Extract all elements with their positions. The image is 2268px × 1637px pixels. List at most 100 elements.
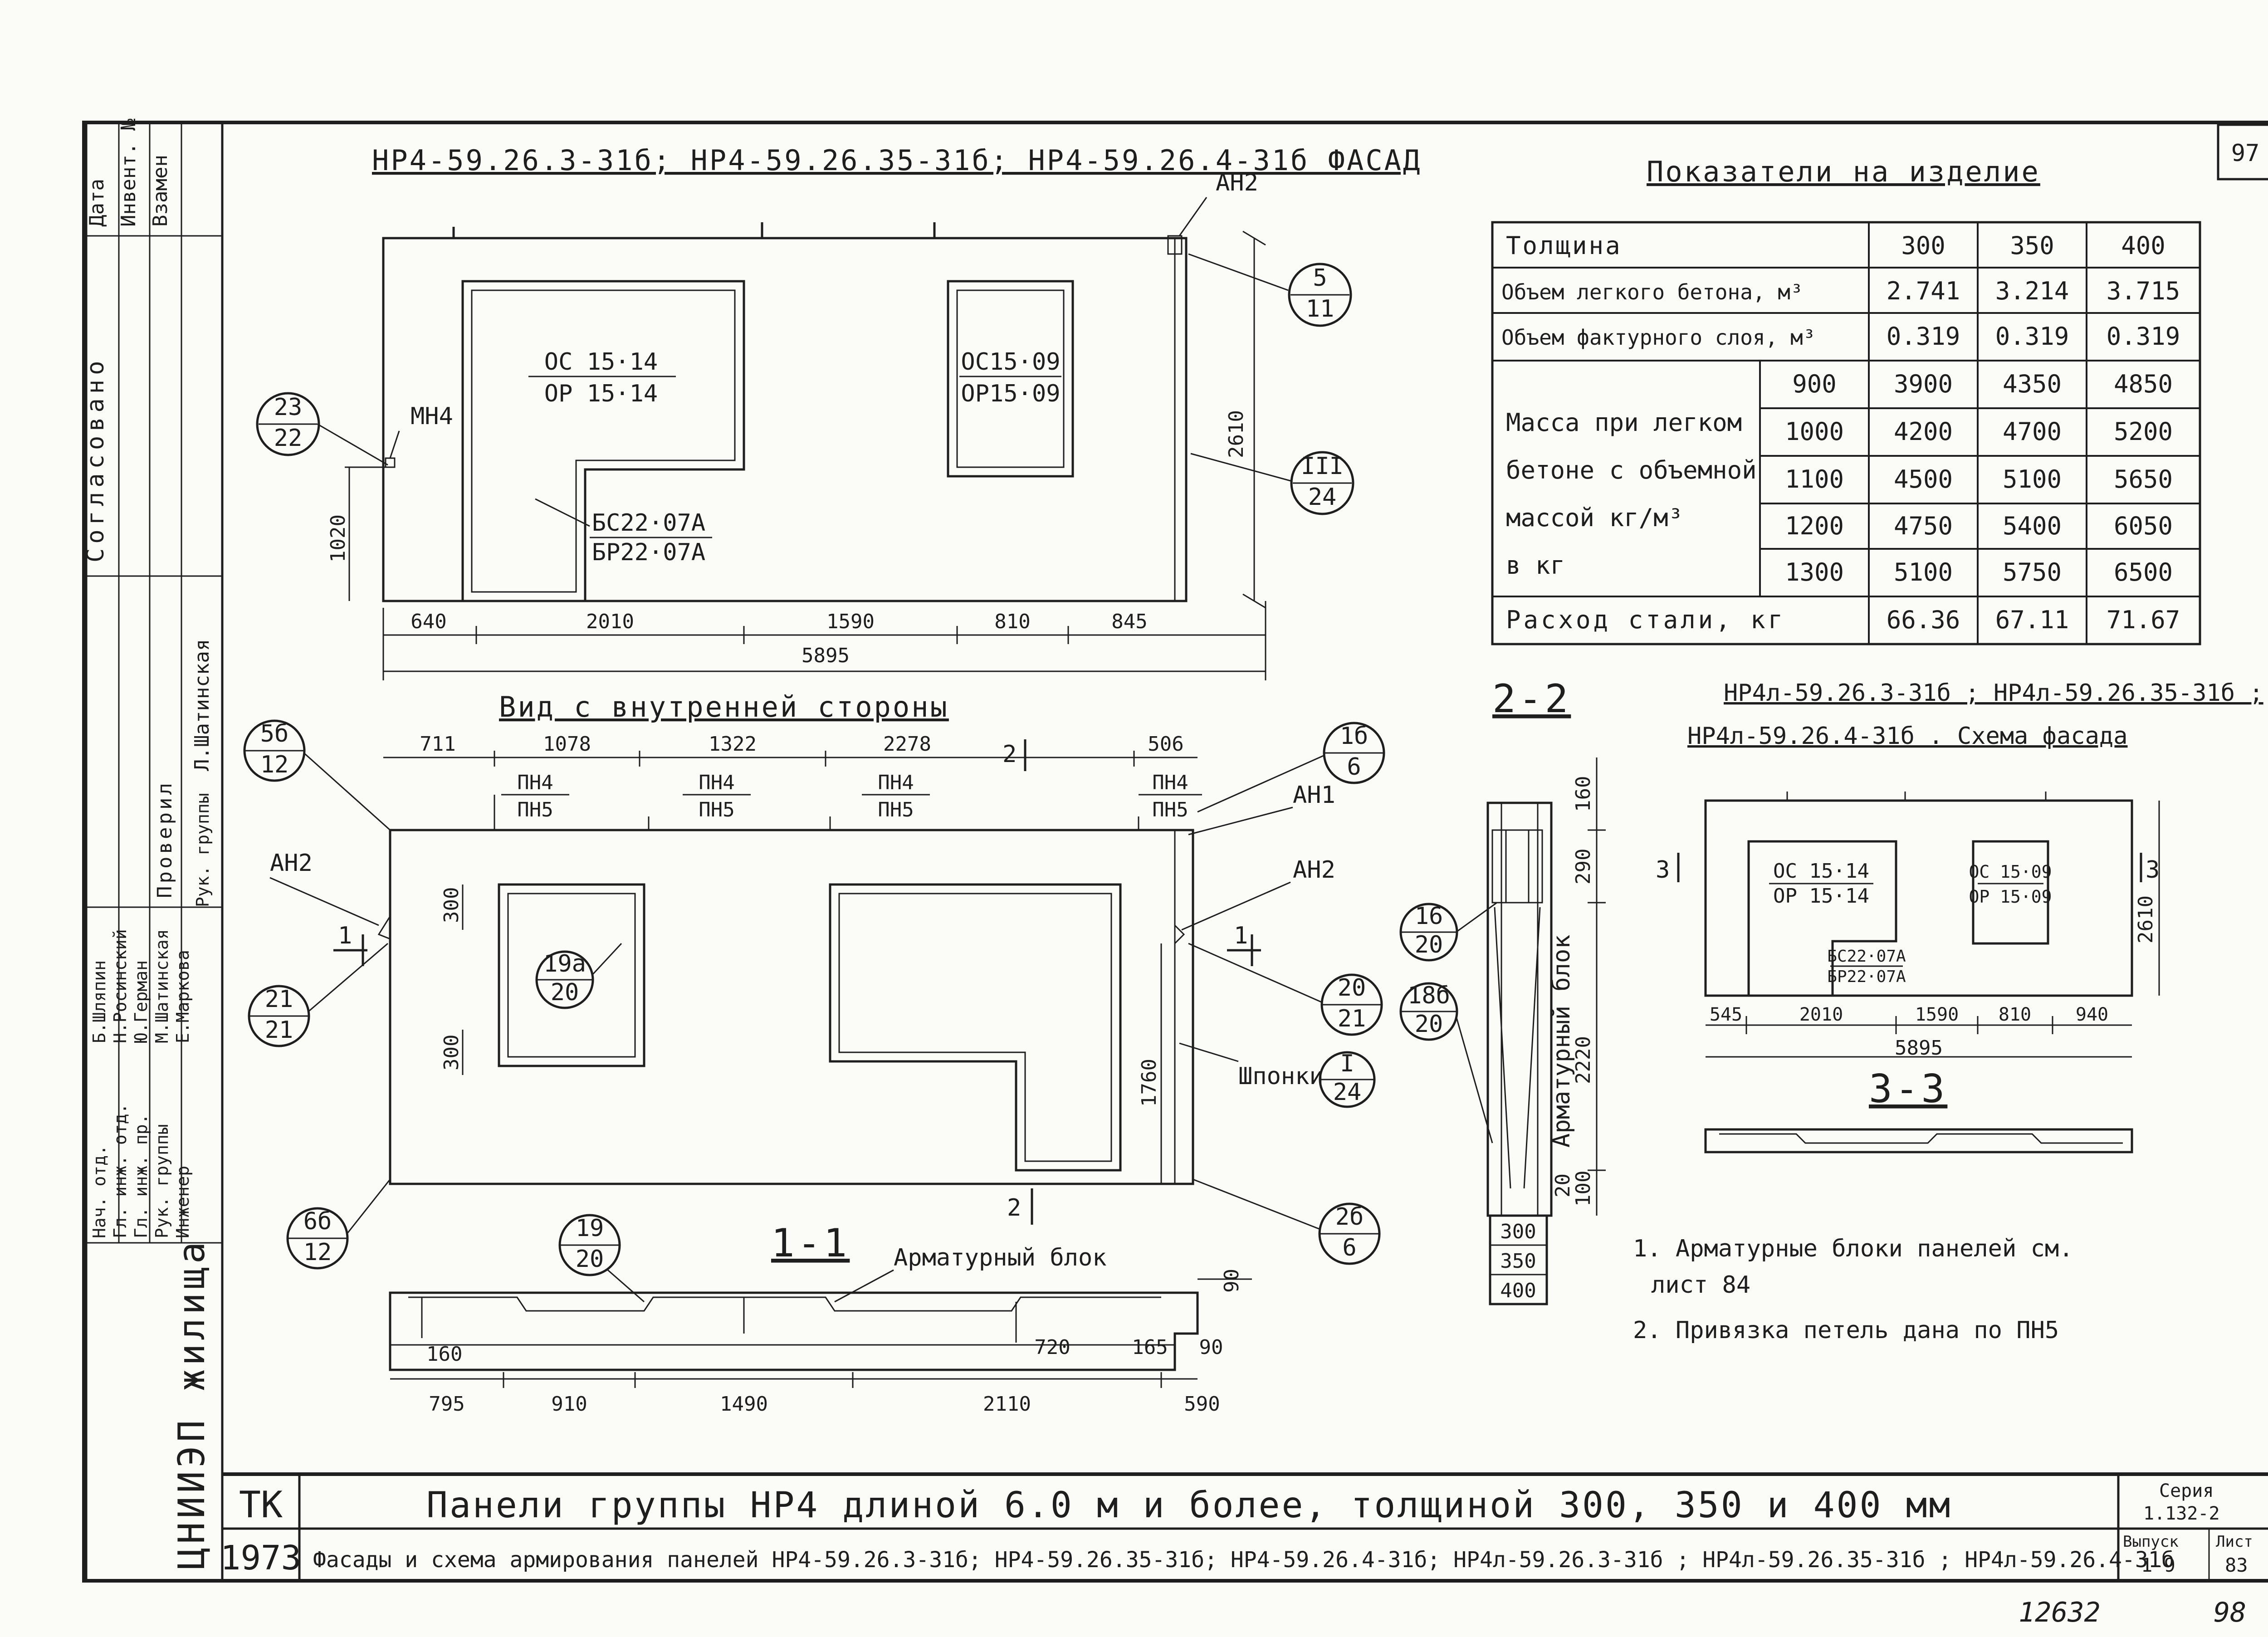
inner-window-door-opening: [829, 883, 1122, 1172]
section-11-dim-165: 165: [1132, 1336, 1168, 1359]
inner-callout-21-top: 21: [265, 986, 293, 1013]
indicators-header-label: Толщина: [1506, 231, 1622, 260]
mass-row-2-density: 1100: [1785, 465, 1844, 494]
tb-year: 1973: [220, 1539, 301, 1578]
stamp-role-3: Рук. группы: [152, 1124, 172, 1238]
indicators-mass-label-1: бетоне с объемной: [1506, 456, 1757, 484]
scheme-title-1: НР4л-59.26.3-31б ; НР4л-59.26.35-31б ;: [1724, 679, 2263, 707]
indicators-steel-v2: 71.67: [2107, 606, 2180, 634]
facade-window1-top: ОС 15·14: [544, 348, 658, 376]
inner-section-2-top: 2: [1002, 741, 1017, 768]
section-11-dim-720: 720: [1034, 1336, 1070, 1359]
section-22-thk-2: 400: [1500, 1279, 1536, 1302]
scheme-height: 2610: [2134, 895, 2157, 943]
scheme-dim-4: 940: [2076, 1004, 2108, 1025]
scheme-door-bottom: БР22·07А: [1827, 968, 1906, 986]
mass-row-1-density: 1000: [1785, 417, 1844, 446]
scheme-window2-top: ОС 15·09: [1969, 862, 2052, 882]
facade-scheme: НР4л-59.26.3-31б ; НР4л-59.26.35-31б ; Н…: [1656, 679, 2263, 1153]
scheme-window1-bottom: ОР 15·14: [1773, 884, 1869, 908]
footer-archive: 12632: [2019, 1597, 2101, 1628]
tb-sheet-label: Лист: [2216, 1533, 2253, 1551]
inner-callout-6b-bottom: 12: [303, 1239, 332, 1266]
scheme-section-right: 3: [2146, 856, 2160, 884]
stamp-role-1: Гл. инж. отд.: [110, 1104, 130, 1238]
mass-row-2-v1: 5100: [2003, 465, 2062, 494]
indicators-header-300: 300: [1901, 231, 1945, 260]
section-22-thk-0: 300: [1500, 1220, 1536, 1243]
section-11-title: 1-1: [771, 1221, 850, 1266]
inner-keys-label: Шпонки: [1238, 1063, 1324, 1090]
inner-an2-left: АН2: [270, 850, 313, 877]
facade-panel-outline: [382, 237, 1188, 602]
footer-page: 98: [2214, 1597, 2246, 1628]
facade-callout-5-bottom: 11: [1306, 295, 1334, 323]
mass-row-3-density: 1200: [1785, 512, 1844, 540]
inner-window-left: [498, 883, 645, 1067]
section-22-block-label: Арматурный блок: [1548, 934, 1575, 1148]
inner-callout-5b: [243, 719, 306, 782]
stamp-name-3: М.Шатинская: [152, 929, 172, 1043]
facade-window2: [947, 280, 1074, 478]
section-22-dim-v3: 100: [1572, 1171, 1595, 1207]
note-0: 1. Арматурные блоки панелей см.: [1633, 1235, 2073, 1262]
facade-total: 5895: [802, 644, 850, 667]
facade-callout-23-top: 23: [274, 394, 303, 421]
section-11-dim-0: 795: [429, 1393, 464, 1416]
inner-dim-4: 506: [1148, 733, 1183, 756]
indicators-row-0-v0: 2.741: [1887, 277, 1960, 305]
indicators-steel-v0: 66.36: [1887, 606, 1960, 634]
section-11-callout-19-top: 19: [576, 1215, 604, 1242]
stamp-name-0: Б.Шляпин: [89, 960, 109, 1043]
mass-row-0-v0: 3900: [1894, 370, 1953, 398]
stamp-name-2: Ю.Герман: [131, 960, 151, 1043]
indicators-mass-label-0: Масса при легком: [1506, 408, 1742, 437]
indicators-header-350: 350: [2010, 231, 2054, 260]
section-11-dim-90b: 90: [1199, 1336, 1223, 1359]
inner-dim-2: 1322: [709, 733, 757, 756]
scheme-door-top: БС22·07А: [1827, 947, 1906, 966]
inner-panel-outline: [389, 829, 1194, 1185]
scheme-dim-3: 810: [1999, 1004, 2031, 1025]
scheme-dim-1: 2010: [1799, 1004, 1843, 1025]
sheet-number-box: [2217, 123, 2268, 181]
tb-code: ТК: [239, 1484, 283, 1526]
section-11-profile: [389, 1291, 1199, 1371]
inner-loop-0-top: ПН4: [517, 771, 553, 794]
stamp-col-instead: Взамен: [149, 155, 172, 227]
stamp-role-4: Инженер: [173, 1166, 193, 1238]
indicators-row-1-v2: 0.319: [2107, 322, 2180, 351]
section-11-callout-19: [558, 1214, 621, 1276]
tb-sheet: 83: [2225, 1554, 2248, 1576]
facade-view: НР4-59.26.3-31б; НР4-59.26.35-31б; НР4-5…: [256, 144, 1422, 680]
inner-callout-2b-top: 2б: [1335, 1203, 1364, 1231]
mass-row-0-v2: 4850: [2114, 370, 2173, 398]
section-22-profile: [1486, 801, 1553, 1217]
inner-loop-3-bottom: ПН5: [1152, 798, 1188, 821]
inner-callout-1b-top: 1б: [1340, 723, 1369, 750]
facade-callout-III-bottom: 24: [1308, 484, 1337, 511]
section-11-dim-4: 590: [1184, 1393, 1220, 1416]
mass-row-4-v0: 5100: [1894, 558, 1953, 586]
indicators-table: Показатели на изделие Толщина 300 350 40…: [1491, 155, 2201, 645]
facade-an2: АН2: [1216, 169, 1258, 196]
scheme-section-left: 3: [1656, 856, 1670, 884]
facade-title: НР4-59.26.3-31б; НР4-59.26.35-31б; НР4-5…: [372, 144, 1422, 177]
inner-section-1-right: 1: [1234, 922, 1248, 949]
inner-callout-5b-top: 5б: [260, 720, 289, 748]
facade-height: 2610: [1225, 410, 1248, 458]
indicators-row-0-v2: 3.715: [2107, 277, 2180, 305]
mass-row-2-v2: 5650: [2114, 465, 2173, 494]
stamp-check-role: Рук. группы: [193, 793, 213, 907]
section-22-dim-v2: 2220: [1572, 1036, 1595, 1084]
section-11-dim-160: 160: [426, 1343, 462, 1366]
stamp-checked: Проверил: [153, 780, 176, 898]
section-11-dim-90a: 90: [1220, 1269, 1243, 1293]
mass-row-4-v1: 5750: [2003, 558, 2062, 586]
section-22-callout-16-top: 16: [1415, 903, 1443, 930]
indicators-row-0-v1: 3.214: [1995, 277, 2069, 305]
facade-dim-4: 845: [1111, 610, 1147, 633]
facade-callout-5-top: 5: [1313, 264, 1327, 292]
inner-title: Вид с внутренней стороны: [499, 690, 949, 723]
